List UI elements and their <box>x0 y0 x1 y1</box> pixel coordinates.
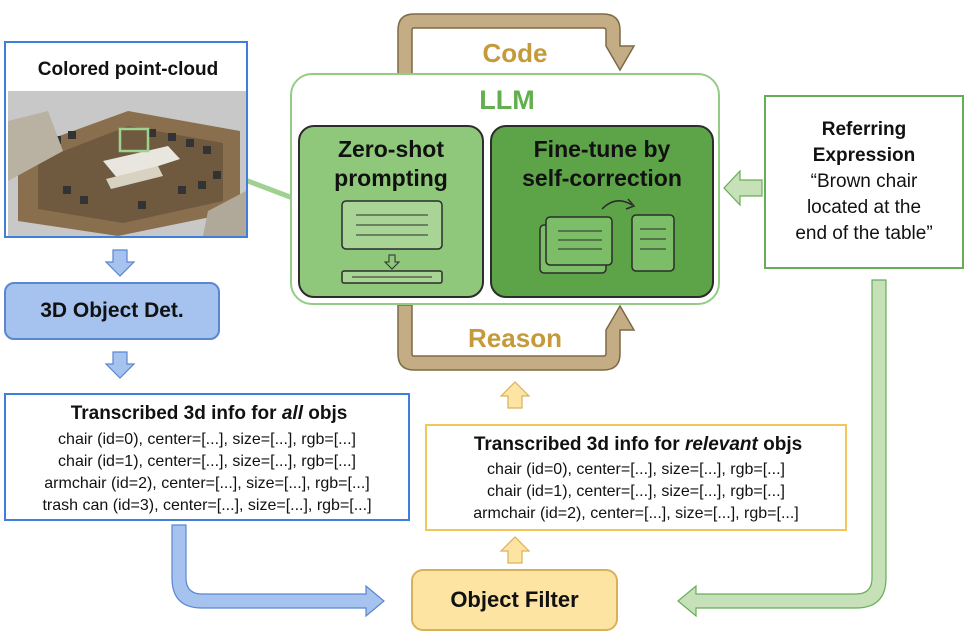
fine-tune-title-line: Fine-tune by <box>533 136 671 162</box>
referring-quote-line: located at the <box>806 197 922 218</box>
llm-title: LLM <box>479 85 535 115</box>
zero-shot-title-line: Zero-shot <box>337 136 445 162</box>
relevant-objs-title-prefix: Transcribed 3d info for <box>473 434 685 455</box>
all-objs-box: Transcribed 3d info for all objs chair (… <box>4 393 410 521</box>
arrow-filter-to-rel <box>499 536 531 564</box>
code-loop-arrow <box>397 13 636 75</box>
relevant-objs-line: chair (id=0), center=[...], size=[...], … <box>487 461 785 478</box>
zero-shot-title-line: prompting <box>334 165 448 191</box>
fine-tune-title-line: self-correction <box>522 165 682 191</box>
arrow-ref-to-filter <box>677 279 887 618</box>
arrow-det-to-all <box>104 351 136 379</box>
self-correction-icon <box>539 198 675 274</box>
referring-quote-line: “Brown chair <box>810 171 918 192</box>
all-objs-line: chair (id=0), center=[...], size=[...], … <box>58 431 356 448</box>
pointcloud-image <box>8 91 246 236</box>
all-objs-title-prefix: Transcribed 3d info for <box>70 403 282 424</box>
object-filter-box: Object Filter <box>411 569 618 631</box>
zero-shot-box: Zero-shot prompting <box>298 125 484 298</box>
relevant-objs-box: Transcribed 3d info for relevant objs ch… <box>425 424 847 531</box>
prompt-document-icon <box>341 200 443 284</box>
pointcloud-panel: Colored point-cloud <box>4 41 248 238</box>
referring-title-line: Expression <box>812 145 916 166</box>
relevant-objs-line: armchair (id=2), center=[...], size=[...… <box>473 505 799 522</box>
object-detection-box: 3D Object Det. <box>4 282 220 340</box>
all-objs-line: armchair (id=2), center=[...], size=[...… <box>44 475 370 492</box>
arrow-ref-to-llm <box>723 169 763 207</box>
all-objs-line: trash can (id=3), center=[...], size=[..… <box>42 497 372 514</box>
all-objs-title-emph: all <box>281 403 303 424</box>
referring-expression-box: Referring Expression “Brown chair locate… <box>764 95 964 269</box>
relevant-objs-title: Transcribed 3d info for relevant objs <box>427 434 849 456</box>
reason-loop-arrow <box>397 304 636 371</box>
arrow-all-to-filter <box>171 524 385 618</box>
relevant-objs-title-suffix: objs <box>757 434 803 455</box>
arrow-pc-to-det <box>104 249 136 277</box>
all-objs-title-suffix: objs <box>302 403 348 424</box>
all-objs-title: Transcribed 3d info for all objs <box>6 403 412 425</box>
code-label: Code <box>482 38 548 68</box>
reason-label: Reason <box>468 323 562 353</box>
referring-title-line: Referring <box>821 119 907 140</box>
relevant-objs-line: chair (id=1), center=[...], size=[...], … <box>487 483 785 500</box>
referring-quote-line: end of the table” <box>795 223 933 244</box>
relevant-objs-title-emph: relevant <box>684 434 758 455</box>
arrow-rel-to-llm <box>499 381 531 409</box>
fine-tune-box: Fine-tune by self-correction <box>490 125 714 298</box>
all-objs-line: chair (id=1), center=[...], size=[...], … <box>58 453 356 470</box>
pointcloud-title: Colored point-cloud <box>37 59 219 80</box>
